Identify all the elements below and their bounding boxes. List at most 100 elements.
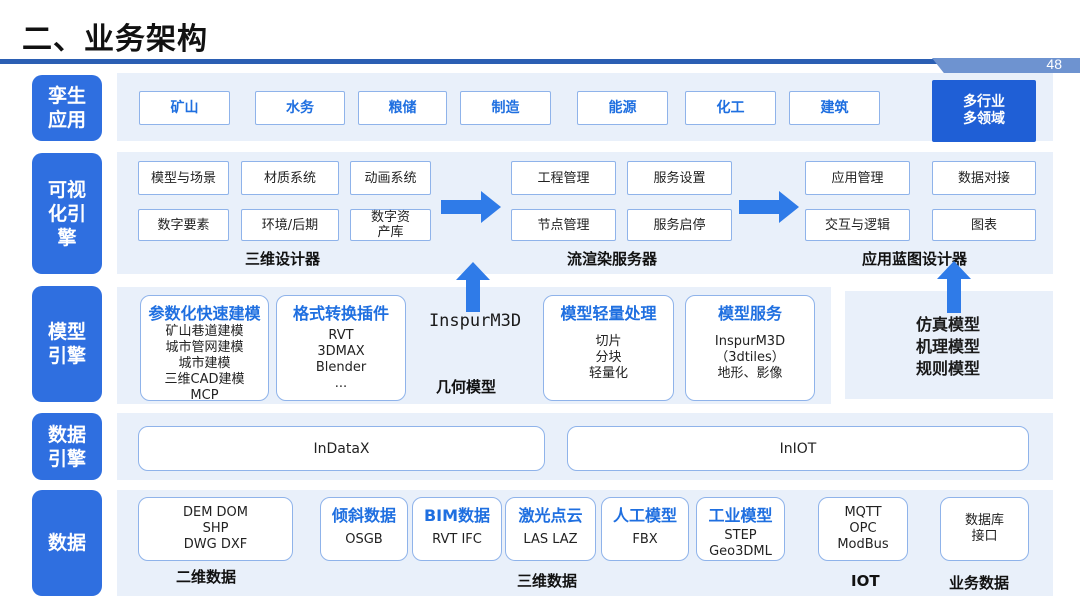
format-plugin-line: Blender (315, 360, 367, 375)
param-modeling-line: 矿山巷道建模 (165, 324, 244, 339)
iniot-box: InIOT (567, 426, 1029, 471)
twin-app-manufacturing: 制造 (460, 91, 551, 125)
sim-models: 仿真模型 机理模型 规则模型 (880, 314, 1016, 380)
blueprint-item: 数据对接 (932, 161, 1036, 195)
designer-item: 数字资产库 (350, 209, 431, 241)
blueprint-item: 交互与逻辑 (805, 209, 910, 241)
blueprint-item: 应用管理 (805, 161, 910, 195)
twin-multi-industry: 多行业多领域 (932, 80, 1036, 142)
model-service-line: 地形、影像 (717, 366, 783, 381)
row-label-model: 模型引擎 (32, 286, 102, 402)
gis-data-caption: 二维数据 (176, 568, 237, 586)
designer-caption: 三维设计器 (245, 250, 321, 268)
arrow-up-icon (937, 261, 971, 313)
row-label-viz: 可视化引擎 (32, 153, 102, 274)
iot-caption: IOT (851, 572, 880, 590)
designer-item-text: 数字资产库 (370, 210, 410, 240)
iot-data-card: MQTT OPC ModBus (818, 497, 908, 561)
oblique-data-value: OSGB (345, 532, 383, 547)
biz-data-card: 数据库 接口 (940, 497, 1029, 561)
geometry-model-caption: 几何模型 (436, 378, 497, 396)
page-title: 二、业务架构 (22, 22, 208, 57)
industrial-model-line: Geo3DML (709, 544, 772, 559)
row-label-data: 数据 (32, 490, 102, 596)
param-modeling-line: 三维CAD建模 (164, 372, 245, 387)
blueprint-caption: 应用蓝图设计器 (862, 250, 968, 268)
model-lightweight-line: 分块 (595, 350, 622, 365)
industrial-model-title: 工业模型 (708, 506, 773, 525)
designer-item: 环境/后期 (241, 209, 339, 241)
artificial-model-title: 人工模型 (612, 506, 677, 525)
industrial-model-card: 工业模型 STEP Geo3DML (696, 497, 785, 561)
designer-item: 动画系统 (350, 161, 431, 195)
render-item: 服务启停 (627, 209, 732, 241)
arrow-up-icon (456, 262, 490, 312)
format-plugin-line: 3DMAX (317, 344, 365, 359)
page-number-tab (932, 58, 1080, 73)
sim-model-line: 规则模型 (915, 359, 980, 378)
biz-data-line: 数据库 (964, 513, 1004, 528)
model-lightweight-line: 轻量化 (588, 366, 628, 381)
twin-multi-text: 多行业多领域 (963, 94, 1005, 127)
gis-data-line: DWG DXF (183, 537, 248, 552)
row-label-twin-text: 孪生应用 (47, 85, 86, 131)
format-plugin-title: 格式转换插件 (292, 304, 389, 323)
row-label-dataeng: 数据引擎 (32, 413, 102, 480)
page-number: 48 (1046, 56, 1062, 72)
arrow-right-icon (441, 191, 501, 223)
twin-app-chemical: 化工 (685, 91, 776, 125)
laser-data-card: 激光点云 LAS LAZ (505, 497, 596, 561)
bim-data-value: RVT IFC (432, 532, 482, 547)
model-lightweight-title: 模型轻量处理 (560, 304, 657, 323)
three-d-data-caption: 三维数据 (517, 572, 578, 590)
designer-item: 模型与场景 (138, 161, 229, 195)
render-caption: 流渲染服务器 (567, 250, 658, 268)
gis-data-line: SHP (202, 521, 229, 536)
twin-app-energy: 能源 (577, 91, 668, 125)
gis-data-line: DEM DOM (182, 505, 249, 520)
oblique-data-title: 倾斜数据 (331, 506, 396, 525)
twin-app-mining: 矿山 (139, 91, 230, 125)
format-plugin-line: RVT (328, 328, 354, 343)
bim-data-title: BIM数据 (423, 506, 491, 525)
render-item: 服务设置 (627, 161, 732, 195)
laser-data-value: LAS LAZ (523, 532, 578, 547)
model-service-title: 模型服务 (717, 304, 782, 323)
designer-item: 材质系统 (241, 161, 339, 195)
gis-data-card: DEM DOM SHP DWG DXF (138, 497, 293, 561)
row-label-data-text: 数据 (47, 532, 86, 554)
iot-data-line: OPC (849, 521, 877, 536)
model-service-line: （3dtiles） (715, 350, 785, 365)
render-item: 节点管理 (511, 209, 616, 241)
param-modeling-line: MCP (190, 388, 219, 403)
biz-data-line: 接口 (971, 529, 998, 544)
biz-data-caption: 业务数据 (949, 574, 1010, 592)
format-plugin-card: 格式转换插件 RVT 3DMAX Blender ... (276, 295, 406, 401)
param-modeling-card: 参数化快速建模 矿山巷道建模 城市管网建模 城市建模 三维CAD建模 MCP (140, 295, 269, 403)
designer-item: 数字要素 (138, 209, 229, 241)
oblique-data-card: 倾斜数据 OSGB (320, 497, 408, 561)
title-underline (0, 59, 1080, 64)
twin-app-water: 水务 (255, 91, 345, 125)
artificial-model-value: FBX (632, 532, 658, 547)
sim-model-line: 仿真模型 (915, 315, 980, 334)
iot-data-line: MQTT (844, 505, 882, 520)
model-service-line: InspurM3D (714, 334, 786, 349)
row-label-twin: 孪生应用 (32, 75, 102, 141)
indatax-box: InDataX (138, 426, 545, 471)
model-lightweight-line: 切片 (595, 334, 622, 349)
model-service-card: 模型服务 InspurM3D （3dtiles） 地形、影像 (685, 295, 815, 401)
row-label-viz-text: 可视化引擎 (47, 178, 86, 249)
iot-data-line: ModBus (837, 537, 889, 552)
bim-data-card: BIM数据 RVT IFC (412, 497, 502, 561)
param-modeling-line: 城市建模 (178, 356, 231, 371)
sim-model-line: 机理模型 (915, 337, 980, 356)
blueprint-item: 图表 (932, 209, 1036, 241)
param-modeling-line: 城市管网建模 (165, 340, 244, 355)
twin-app-grain: 粮储 (358, 91, 447, 125)
twin-app-construction: 建筑 (789, 91, 880, 125)
laser-data-title: 激光点云 (518, 506, 583, 525)
inspur-m3d-label: InspurM3D (428, 311, 522, 331)
param-modeling-title: 参数化快速建模 (148, 304, 261, 323)
render-item: 工程管理 (511, 161, 616, 195)
